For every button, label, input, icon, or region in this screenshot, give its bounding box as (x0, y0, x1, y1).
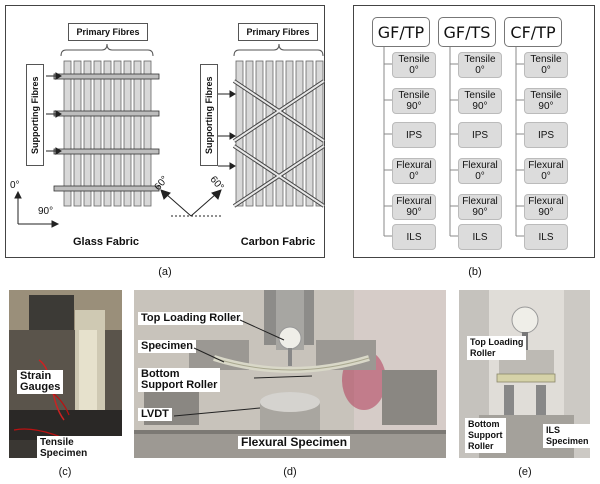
test-cell: Tensile 90° (392, 88, 436, 114)
ils-specimen-label: ILS Specimen (543, 424, 590, 448)
carbon-fabric-label: Carbon Fabric (240, 236, 316, 248)
fabric-drawing (14, 43, 326, 228)
test-cell: Flexural 0° (392, 158, 436, 184)
glass-primary-fibres (63, 60, 152, 207)
supporting-fibres-label-right: Supporting Fibres (200, 64, 218, 166)
test-cell: IPS (392, 122, 436, 148)
primary-fibres-label-right: Primary Fibres (238, 23, 318, 41)
caption-e: (e) (518, 466, 532, 478)
bottom-support-roller-label-e: Bottom Support Roller (465, 418, 506, 453)
test-cell: Flexural 90° (392, 194, 436, 220)
test-cell: IPS (458, 122, 502, 148)
test-cell: ILS (458, 224, 502, 250)
flexural-specimen-label: Flexural Specimen (238, 436, 351, 449)
panel-c-tensile-photo: Strain Gauges Tensile Specimen (9, 290, 122, 458)
caption-c: (c) (58, 466, 72, 478)
tensile-specimen-label: Tensile Specimen (37, 436, 122, 458)
test-cell: ILS (524, 224, 568, 250)
test-cell: Flexural 0° (524, 158, 568, 184)
primary-fibres-label-left: Primary Fibres (68, 23, 148, 41)
pointer-lines (173, 319, 313, 417)
test-cell: Flexural 90° (524, 194, 568, 220)
caption-d: (d) (283, 466, 297, 478)
specimen-label: Specimen (138, 340, 196, 353)
angle-0-label: 0° (10, 180, 20, 191)
lvdt-label: LVDT (138, 408, 172, 421)
column-header-gf-tp: GF/TP (372, 17, 430, 47)
panel-d-flexural-photo: Top Loading Roller Specimen Bottom Suppo… (134, 290, 446, 458)
angle-90-label: 90° (38, 206, 54, 217)
panel-a-fabric-diagram: Primary Fibres Primary Fibres Supporting… (5, 5, 326, 258)
test-cell: Tensile 0° (524, 52, 568, 78)
test-cell: Flexural 90° (458, 194, 502, 220)
panel-b-test-matrix: GF/TP GF/TS CF/TP Tensile 0° Tensile 90°… (353, 5, 595, 258)
bottom-support-roller-label: Bottom Support Roller (138, 368, 221, 392)
test-cell: Tensile 90° (458, 88, 502, 114)
column-header-cf-tp: CF/TP (504, 17, 562, 47)
test-cell: ILS (392, 224, 436, 250)
strain-gauges-label: Strain Gauges (17, 370, 64, 394)
test-cell: Flexural 0° (458, 158, 502, 184)
top-loading-roller-label: Top Loading Roller (138, 312, 244, 325)
tree-lines (383, 47, 524, 237)
supporting-fibres-label-left: Supporting Fibres (26, 64, 44, 166)
caption-a: (a) (158, 266, 172, 278)
test-cell: Tensile 90° (524, 88, 568, 114)
caption-b: (b) (468, 266, 482, 278)
column-header-gf-ts: GF/TS (438, 17, 496, 47)
test-cell: Tensile 0° (392, 52, 436, 78)
test-cell: IPS (524, 122, 568, 148)
glass-fabric-label: Glass Fabric (72, 236, 140, 248)
top-loading-roller-label-e: Top Loading Roller (467, 336, 527, 360)
test-cell: Tensile 0° (458, 52, 502, 78)
panel-e-ils-photo: Top Loading Roller Bottom Support Roller… (459, 290, 590, 458)
